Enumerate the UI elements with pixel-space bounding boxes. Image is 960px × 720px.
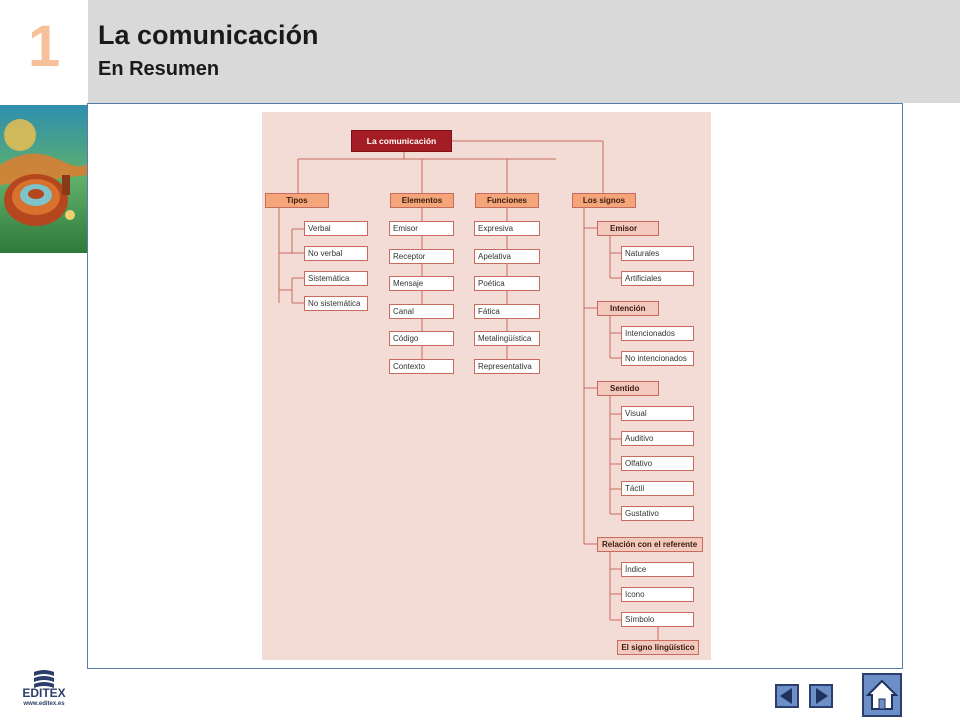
- signos-sentido-item: Táctil: [621, 481, 694, 496]
- elementos-item: Emisor: [389, 221, 454, 236]
- signos-relacion-item: Icono: [621, 587, 694, 602]
- signos-emisor-item: Artificiales: [621, 271, 694, 286]
- funciones-item: Representativa: [474, 359, 540, 374]
- signos-intencion-item: No intencionados: [621, 351, 694, 366]
- editex-logo-icon: [34, 670, 54, 688]
- previous-slide-button[interactable]: [775, 684, 799, 708]
- page-subtitle: En Resumen: [98, 58, 220, 80]
- tipos-item: No sistemática: [304, 296, 368, 311]
- signos-sentido: Sentido: [597, 381, 659, 396]
- root-node: La comunicación: [351, 130, 452, 152]
- home-button[interactable]: [862, 673, 902, 717]
- elementos-item: Receptor: [389, 249, 454, 264]
- funciones-item: Poética: [474, 276, 540, 291]
- left-arrow-icon: [780, 688, 792, 704]
- header-bar: [88, 0, 960, 103]
- right-arrow-icon: [816, 688, 828, 704]
- home-icon: [865, 679, 899, 710]
- tipos-item: Verbal: [304, 221, 368, 236]
- elementos-item: Canal: [389, 304, 454, 319]
- connector-lines: [278, 140, 659, 640]
- tipos-item: No verbal: [304, 246, 368, 261]
- next-slide-button[interactable]: [809, 684, 833, 708]
- signos-relacion-item: Símbolo: [621, 612, 694, 627]
- elementos-item: Mensaje: [389, 276, 454, 291]
- signos-emisor-item: Naturales: [621, 246, 694, 261]
- category-los-signos: Los signos: [572, 193, 636, 208]
- category-funciones: Funciones: [475, 193, 539, 208]
- signos-relacion-item: Índice: [621, 562, 694, 577]
- category-elementos: Elementos: [390, 193, 454, 208]
- signos-emisor: Emisor: [597, 221, 659, 236]
- elementos-item: Contexto: [389, 359, 454, 374]
- signos-sentido-item: Visual: [621, 406, 694, 421]
- page-title: La comunicación: [98, 20, 319, 50]
- signos-sentido-item: Auditivo: [621, 431, 694, 446]
- funciones-item: Expresiva: [474, 221, 540, 236]
- side-illustration: [0, 105, 88, 253]
- funciones-item: Fática: [474, 304, 540, 319]
- signos-intencion-item: Intencionados: [621, 326, 694, 341]
- editex-logo: EDITEX www.editex.es: [16, 668, 72, 712]
- elementos-item: Código: [389, 331, 454, 346]
- category-tipos: Tipos: [265, 193, 329, 208]
- editex-logo-url[interactable]: www.editex.es: [23, 701, 65, 707]
- signos-intencion: Intención: [597, 301, 659, 316]
- signos-sentido-item: Olfativo: [621, 456, 694, 471]
- funciones-item: Apelativa: [474, 249, 540, 264]
- funciones-item: Metalingüística: [474, 331, 540, 346]
- unit-number: 1: [28, 14, 61, 79]
- signo-linguistico-node: El signo lingüístico: [617, 640, 699, 655]
- concept-map: La comunicación Tipos Elementos Funcione…: [262, 112, 711, 660]
- signos-sentido-item: Gustativo: [621, 506, 694, 521]
- signos-relacion: Relación con el referente: [597, 537, 703, 552]
- editex-logo-text: EDITEX: [22, 686, 66, 700]
- tipos-item: Sistemática: [304, 271, 368, 286]
